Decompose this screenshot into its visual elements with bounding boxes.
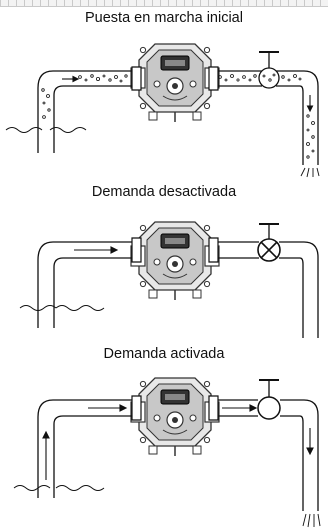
pump-icon (130, 43, 220, 122)
panel-demand-on: Demanda activada (0, 346, 328, 531)
water-surface (13, 485, 105, 491)
diagram-startup (5, 43, 320, 178)
pump-icon (130, 377, 220, 456)
valve (258, 51, 280, 89)
outlet-stream (302, 513, 321, 528)
panel-title-demand-off: Demanda desactivada (91, 184, 237, 200)
panel-startup: Puesta en marcha inicial (0, 0, 328, 178)
closed-valve (257, 223, 281, 262)
panel-demand-off: Demanda desactivada (0, 178, 328, 346)
water-surface (19, 305, 105, 311)
flow-arrow (42, 404, 314, 480)
panel-title-demand-on: Demanda activada (103, 346, 225, 362)
pipe-outline (37, 399, 319, 511)
pipe-outline (37, 70, 319, 165)
water-surface (5, 127, 87, 133)
flow-arrow (74, 246, 119, 254)
air-bubbles (41, 73, 315, 159)
diagram-demand-on (13, 377, 321, 528)
open-valve (257, 379, 281, 420)
diagram-demand-off (19, 221, 319, 338)
pipe-flange (131, 66, 219, 91)
pipe-outline (37, 241, 319, 338)
flow-arrow (62, 75, 314, 113)
pipe-flange (131, 395, 219, 421)
pipe-flange (131, 237, 219, 263)
pump-icon (130, 221, 220, 300)
page-top-ruler (0, 0, 328, 7)
outlet-drip (300, 167, 320, 178)
panel-title-startup: Puesta en marcha inicial (85, 10, 243, 26)
